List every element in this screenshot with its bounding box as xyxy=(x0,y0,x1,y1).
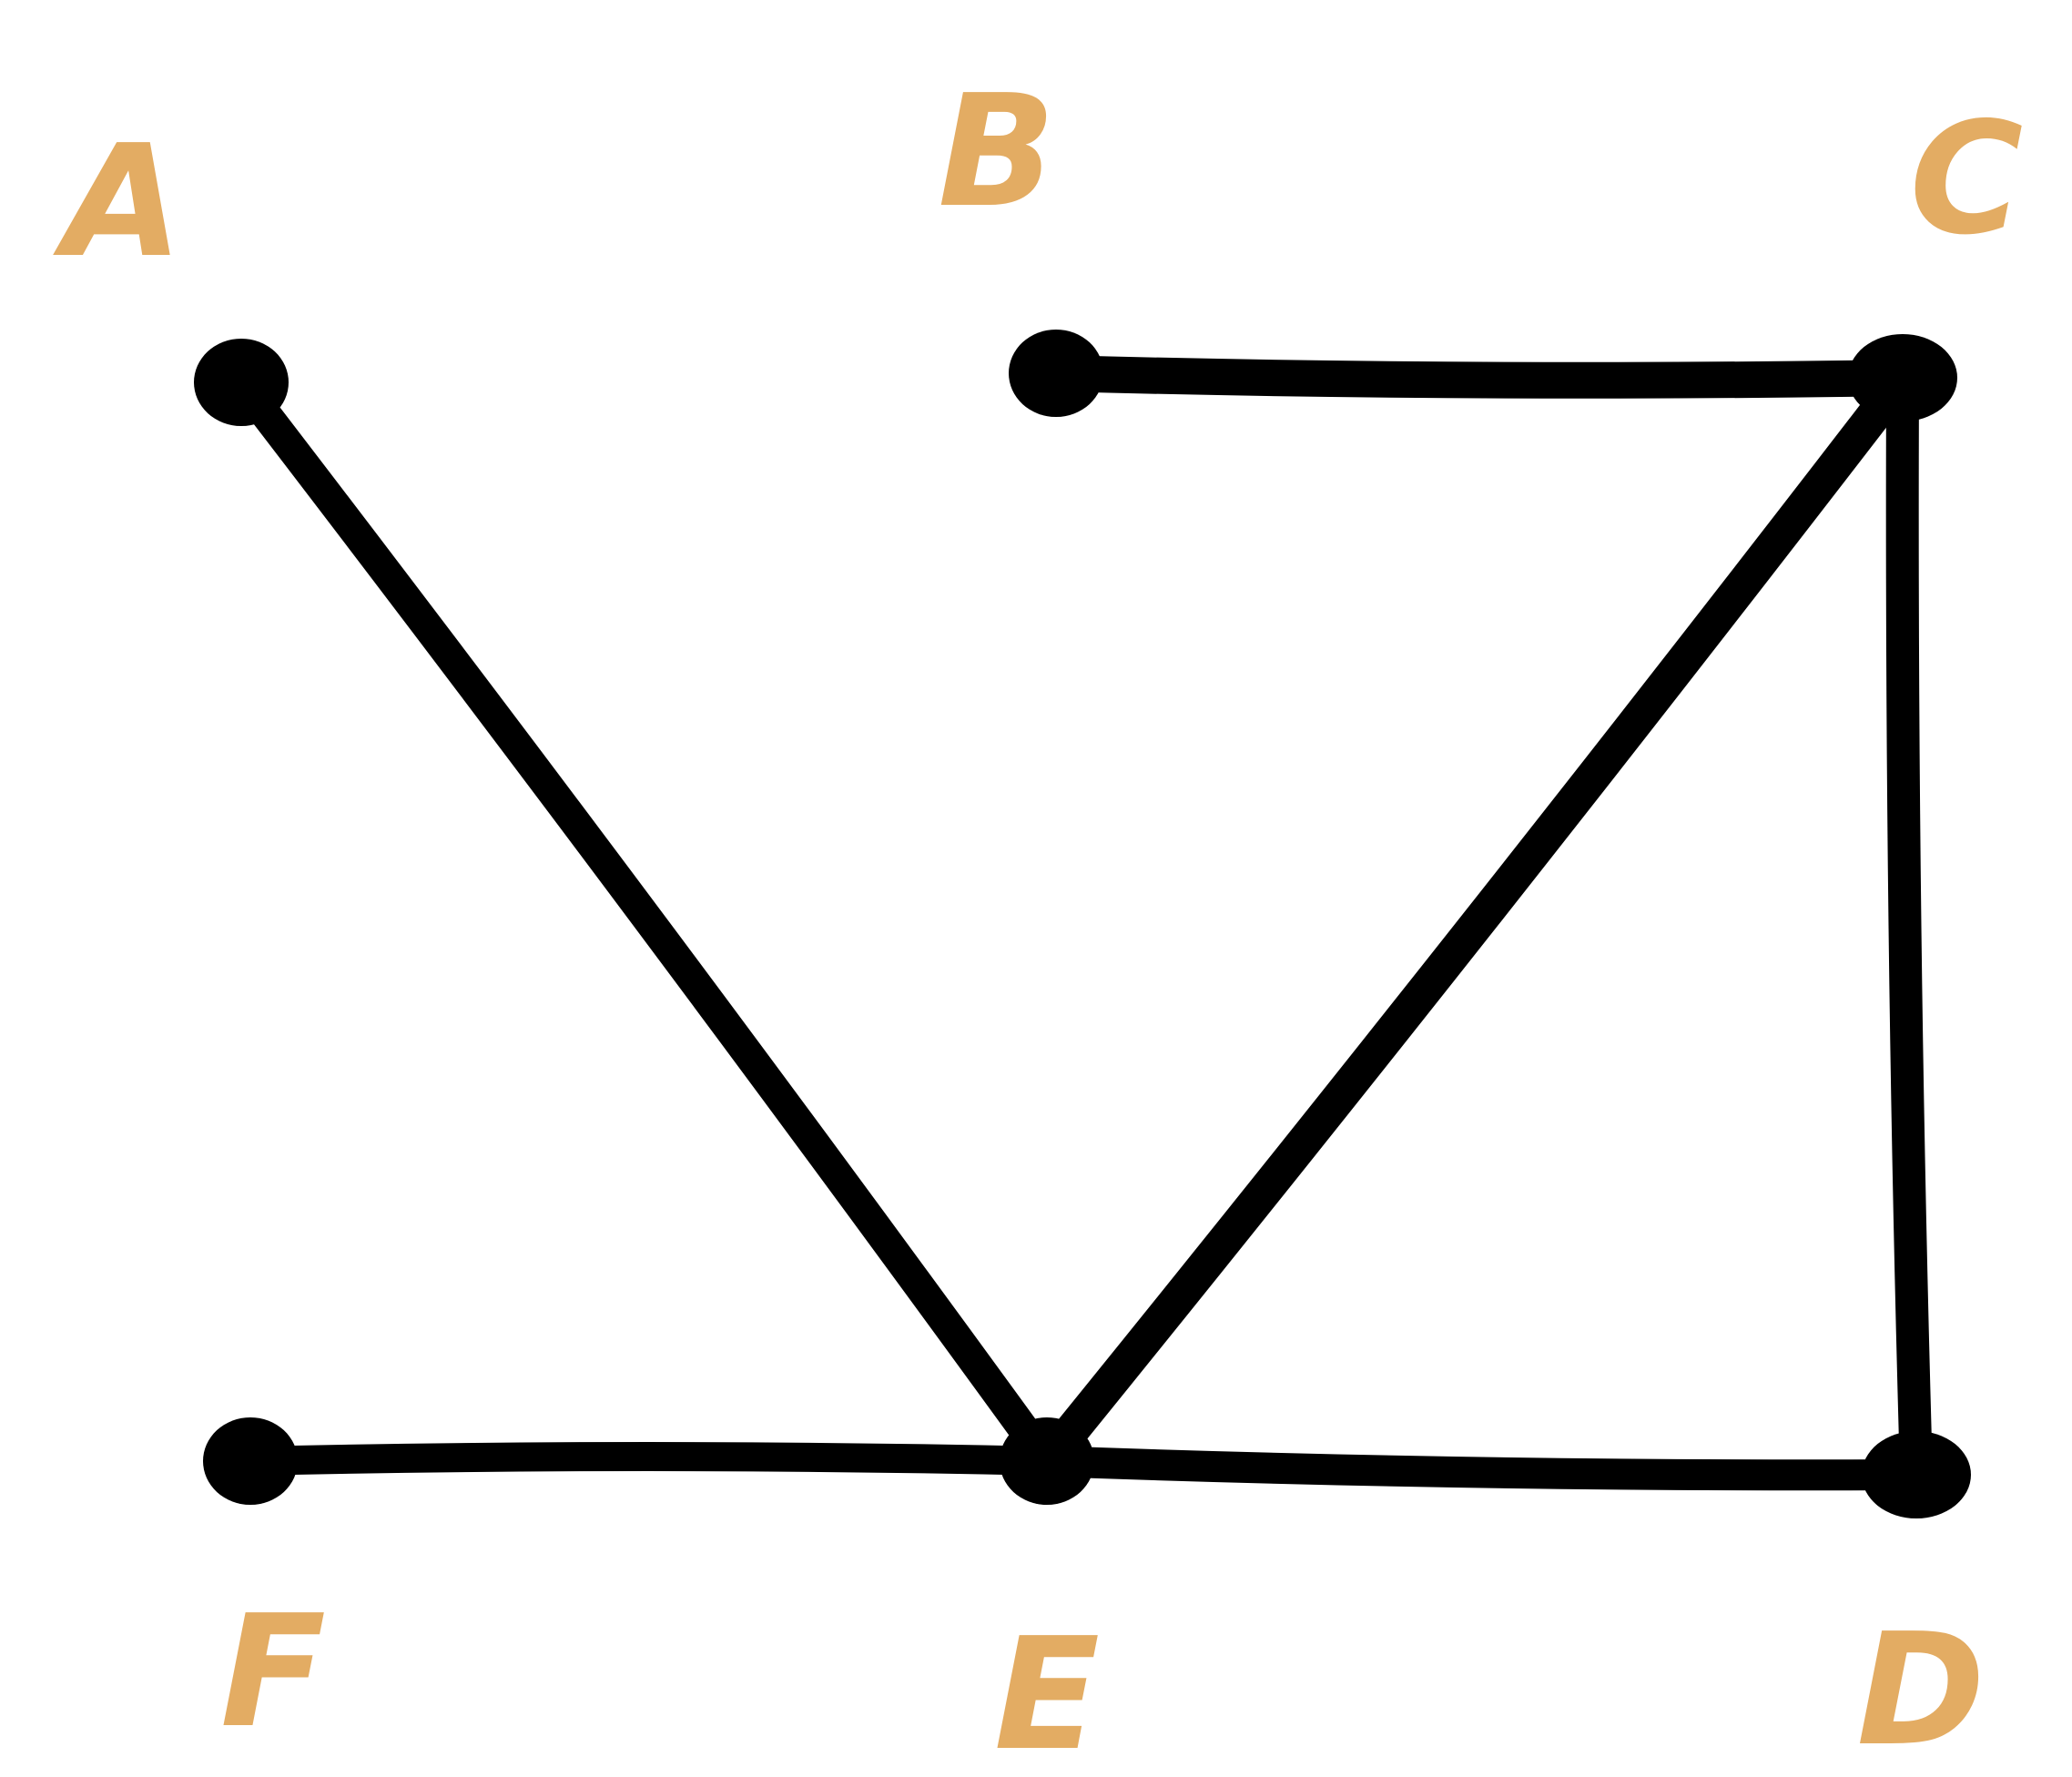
labels-layer: A B C D E F xyxy=(52,62,2023,1777)
node-c xyxy=(1848,334,1957,421)
edge-c-e xyxy=(1030,360,1920,1478)
node-f xyxy=(203,1417,298,1505)
node-label-b: B xyxy=(938,62,1056,242)
node-label-e: E xyxy=(994,1605,1100,1777)
edge-a-e xyxy=(226,367,1062,1477)
edge-f-e xyxy=(236,1442,1061,1476)
node-label-d: D xyxy=(1856,1600,1985,1777)
node-a xyxy=(194,339,289,426)
edge-b-c xyxy=(1038,355,1921,399)
node-label-f: F xyxy=(220,1582,326,1762)
nodes-layer xyxy=(194,330,1971,1518)
node-e xyxy=(1000,1417,1094,1505)
node-d xyxy=(1862,1431,1971,1518)
node-label-c: C xyxy=(1910,89,2024,269)
node-label-a: A xyxy=(52,112,183,292)
edge-c-d xyxy=(1885,361,1933,1491)
edges-layer xyxy=(226,355,1933,1491)
edge-e-d xyxy=(1031,1446,1932,1491)
node-b xyxy=(1009,330,1103,417)
